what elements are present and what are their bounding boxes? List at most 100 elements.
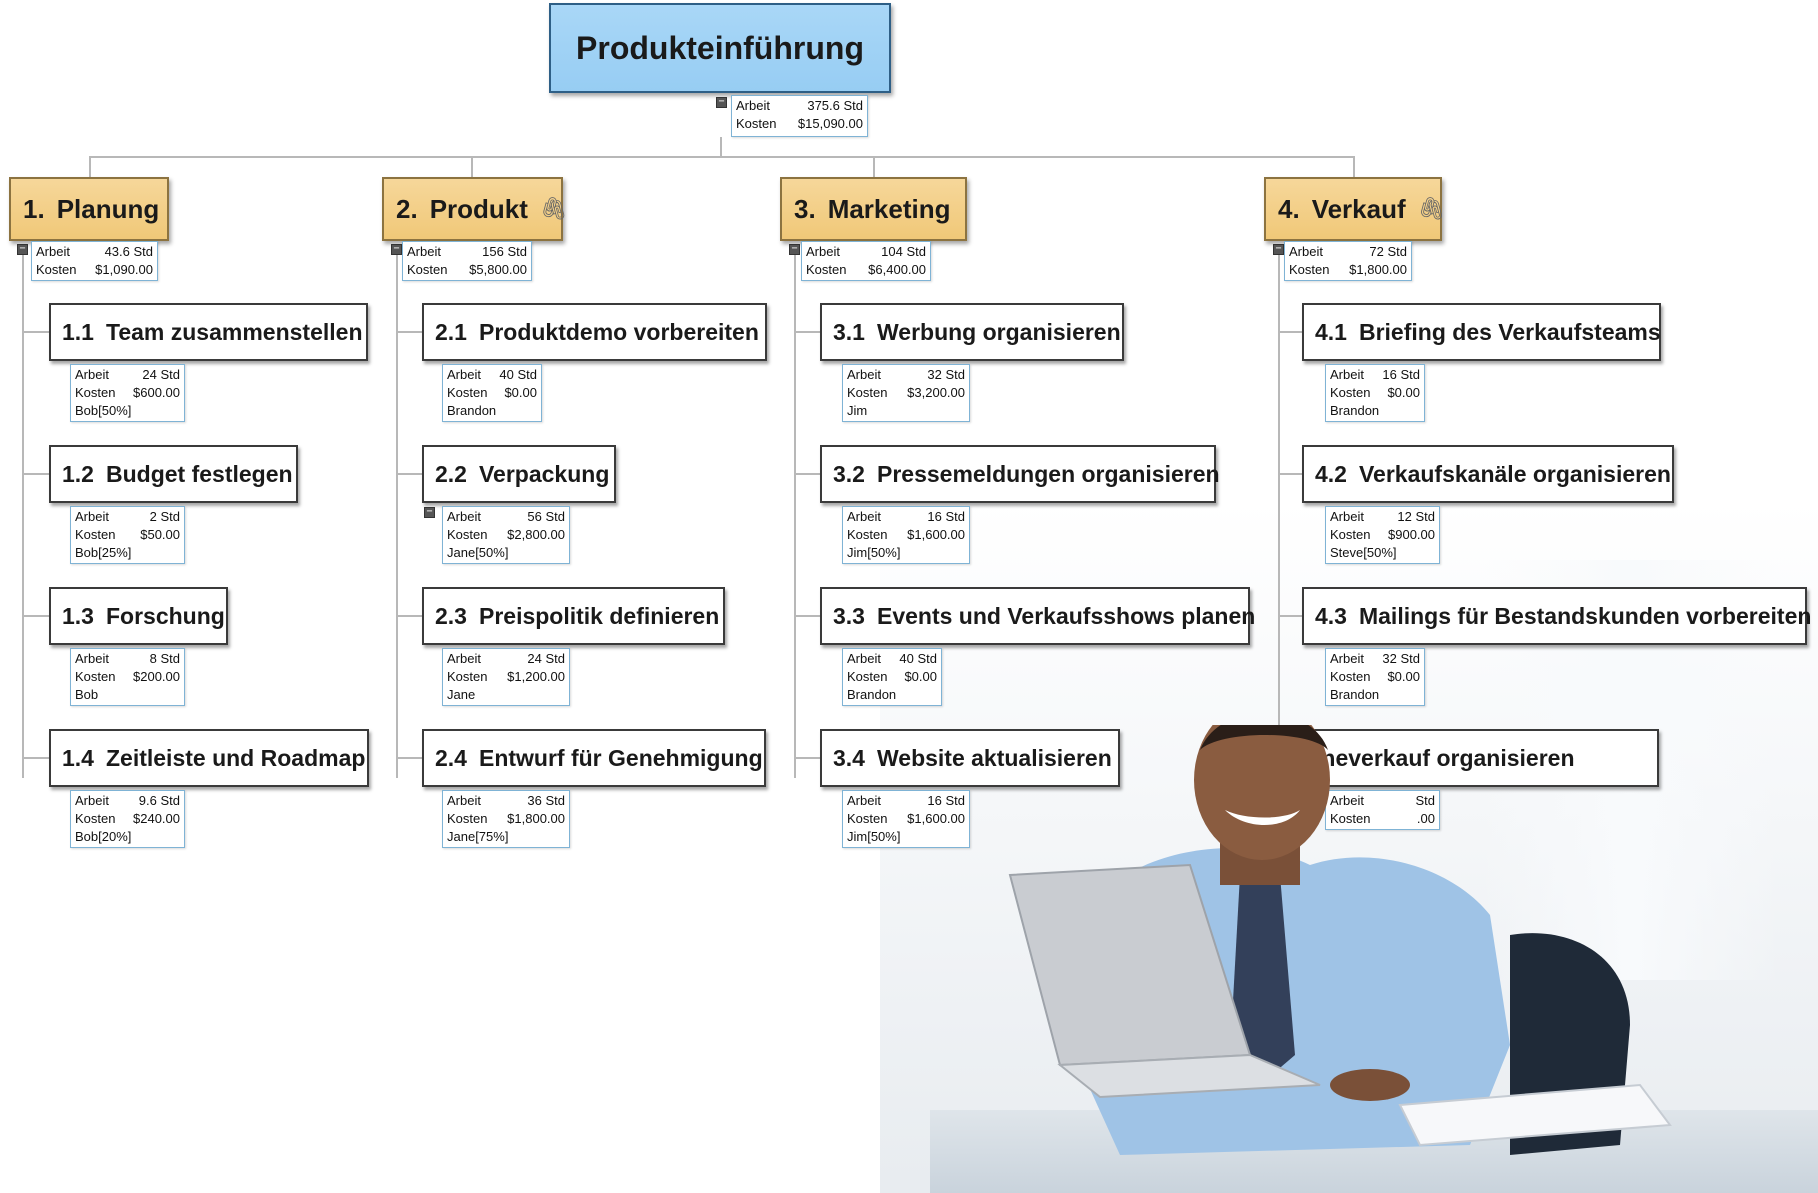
- cost-row: Kosten.00: [1330, 810, 1435, 828]
- work-value: Std: [1415, 793, 1435, 808]
- collapse-glyph: −: [393, 243, 400, 254]
- cost-value: $50.00: [140, 527, 180, 542]
- phase-collapse-icon[interactable]: −: [391, 244, 402, 255]
- cost-value: .00: [1416, 811, 1435, 826]
- task-branch-line: [22, 331, 49, 333]
- phase-node-2[interactable]: 2.Produkt🖇: [382, 177, 568, 241]
- phase-drop-line-2: [471, 156, 473, 177]
- tie: [1230, 875, 1295, 1085]
- resource-value: Brandon: [1330, 403, 1380, 418]
- phase-spine-line-2: [396, 255, 398, 778]
- cost-label: Kosten: [847, 385, 888, 400]
- task-branch-line: [396, 615, 422, 617]
- work-row: Arbeit 104 Std: [806, 243, 926, 261]
- resource-value: Jim[50%]: [847, 545, 901, 560]
- root-drop-line: [720, 137, 722, 156]
- task-branch-line: [794, 473, 820, 475]
- cost-label: Kosten: [1330, 385, 1371, 400]
- resource-value: Jane[75%]: [447, 829, 509, 844]
- laptop-base: [1057, 1053, 1321, 1099]
- task-branch-line: [396, 331, 422, 333]
- root-node[interactable]: Produkteinführung: [549, 3, 891, 93]
- task-title: Briefing des Verkaufsteams: [1358, 318, 1661, 345]
- task-node-4-4[interactable]: ineverkauf organisieren: [1302, 729, 1659, 787]
- cost-label: Kosten: [1330, 527, 1371, 542]
- task-node-3-1[interactable]: 3.1 Werbung organisieren: [820, 303, 1124, 361]
- root-horizontal-line: [89, 156, 1353, 158]
- phase-collapse-icon[interactable]: −: [17, 244, 28, 255]
- work-label: Arbeit: [447, 509, 481, 524]
- phase-title: Planung: [56, 193, 160, 224]
- work-value: 2 Std: [149, 509, 180, 524]
- task-number: 1.4: [62, 744, 94, 771]
- cost-row: Kosten$0.00: [447, 384, 537, 402]
- task-branch-line: [22, 473, 49, 475]
- phase-collapse-icon[interactable]: −: [1273, 244, 1284, 255]
- phase-node-1[interactable]: 1. Planung: [9, 177, 169, 241]
- hand: [1330, 1069, 1410, 1101]
- cost-row: Kosten$2,800.00: [447, 526, 565, 544]
- resource-value: Brandon: [447, 403, 497, 418]
- cost-row: Kosten$1,600.00: [847, 810, 965, 828]
- work-label: Arbeit: [847, 367, 881, 382]
- root-work-value: 375.6 Std: [807, 98, 863, 113]
- collapse-glyph: −: [791, 243, 798, 254]
- phase-node-3[interactable]: 3.Marketing: [780, 177, 967, 241]
- task-title: Forschung: [105, 602, 225, 629]
- task-title: Mailings für Bestandskunden vorbereiten: [1358, 602, 1812, 629]
- phase-number: 2.: [396, 193, 418, 224]
- work-value: 32 Std: [1382, 651, 1420, 666]
- task-title: Werbung organisieren: [876, 318, 1121, 345]
- work-value: 24 Std: [142, 367, 180, 382]
- work-value: 16 Std: [927, 509, 965, 524]
- phase-drop-line-3: [873, 156, 875, 177]
- collapse-glyph: −: [1275, 243, 1282, 254]
- work-label: Arbeit: [847, 651, 881, 666]
- cost-label: Kosten: [1289, 262, 1330, 277]
- task-number: 3.2: [833, 460, 865, 487]
- phase-node-4[interactable]: 4.Verkauf🖇: [1264, 177, 1446, 241]
- phase-number: 1.: [23, 193, 45, 224]
- task-number: 4.2: [1315, 460, 1347, 487]
- work-value: 104 Std: [881, 244, 926, 259]
- phase-collapse-icon[interactable]: −: [789, 244, 800, 255]
- cost-value: $3,200.00: [907, 385, 965, 400]
- root-collapse-icon[interactable]: −: [716, 97, 727, 108]
- resource-value: Bob[50%]: [75, 403, 132, 418]
- work-label: Arbeit: [806, 244, 840, 259]
- task-collapse-icon[interactable]: −: [424, 507, 435, 518]
- work-label: Arbeit: [36, 244, 70, 259]
- task-branch-line: [794, 615, 820, 617]
- attachment-icon: 🖇: [1417, 196, 1446, 221]
- work-label: Arbeit: [75, 367, 109, 382]
- task-number: 3.1: [833, 318, 865, 345]
- cost-row: Kosten$0.00: [847, 668, 937, 686]
- attachment-icon: 🖇: [539, 196, 568, 221]
- cost-value: $1,800.00: [507, 811, 565, 826]
- cost-value: $200.00: [133, 669, 180, 684]
